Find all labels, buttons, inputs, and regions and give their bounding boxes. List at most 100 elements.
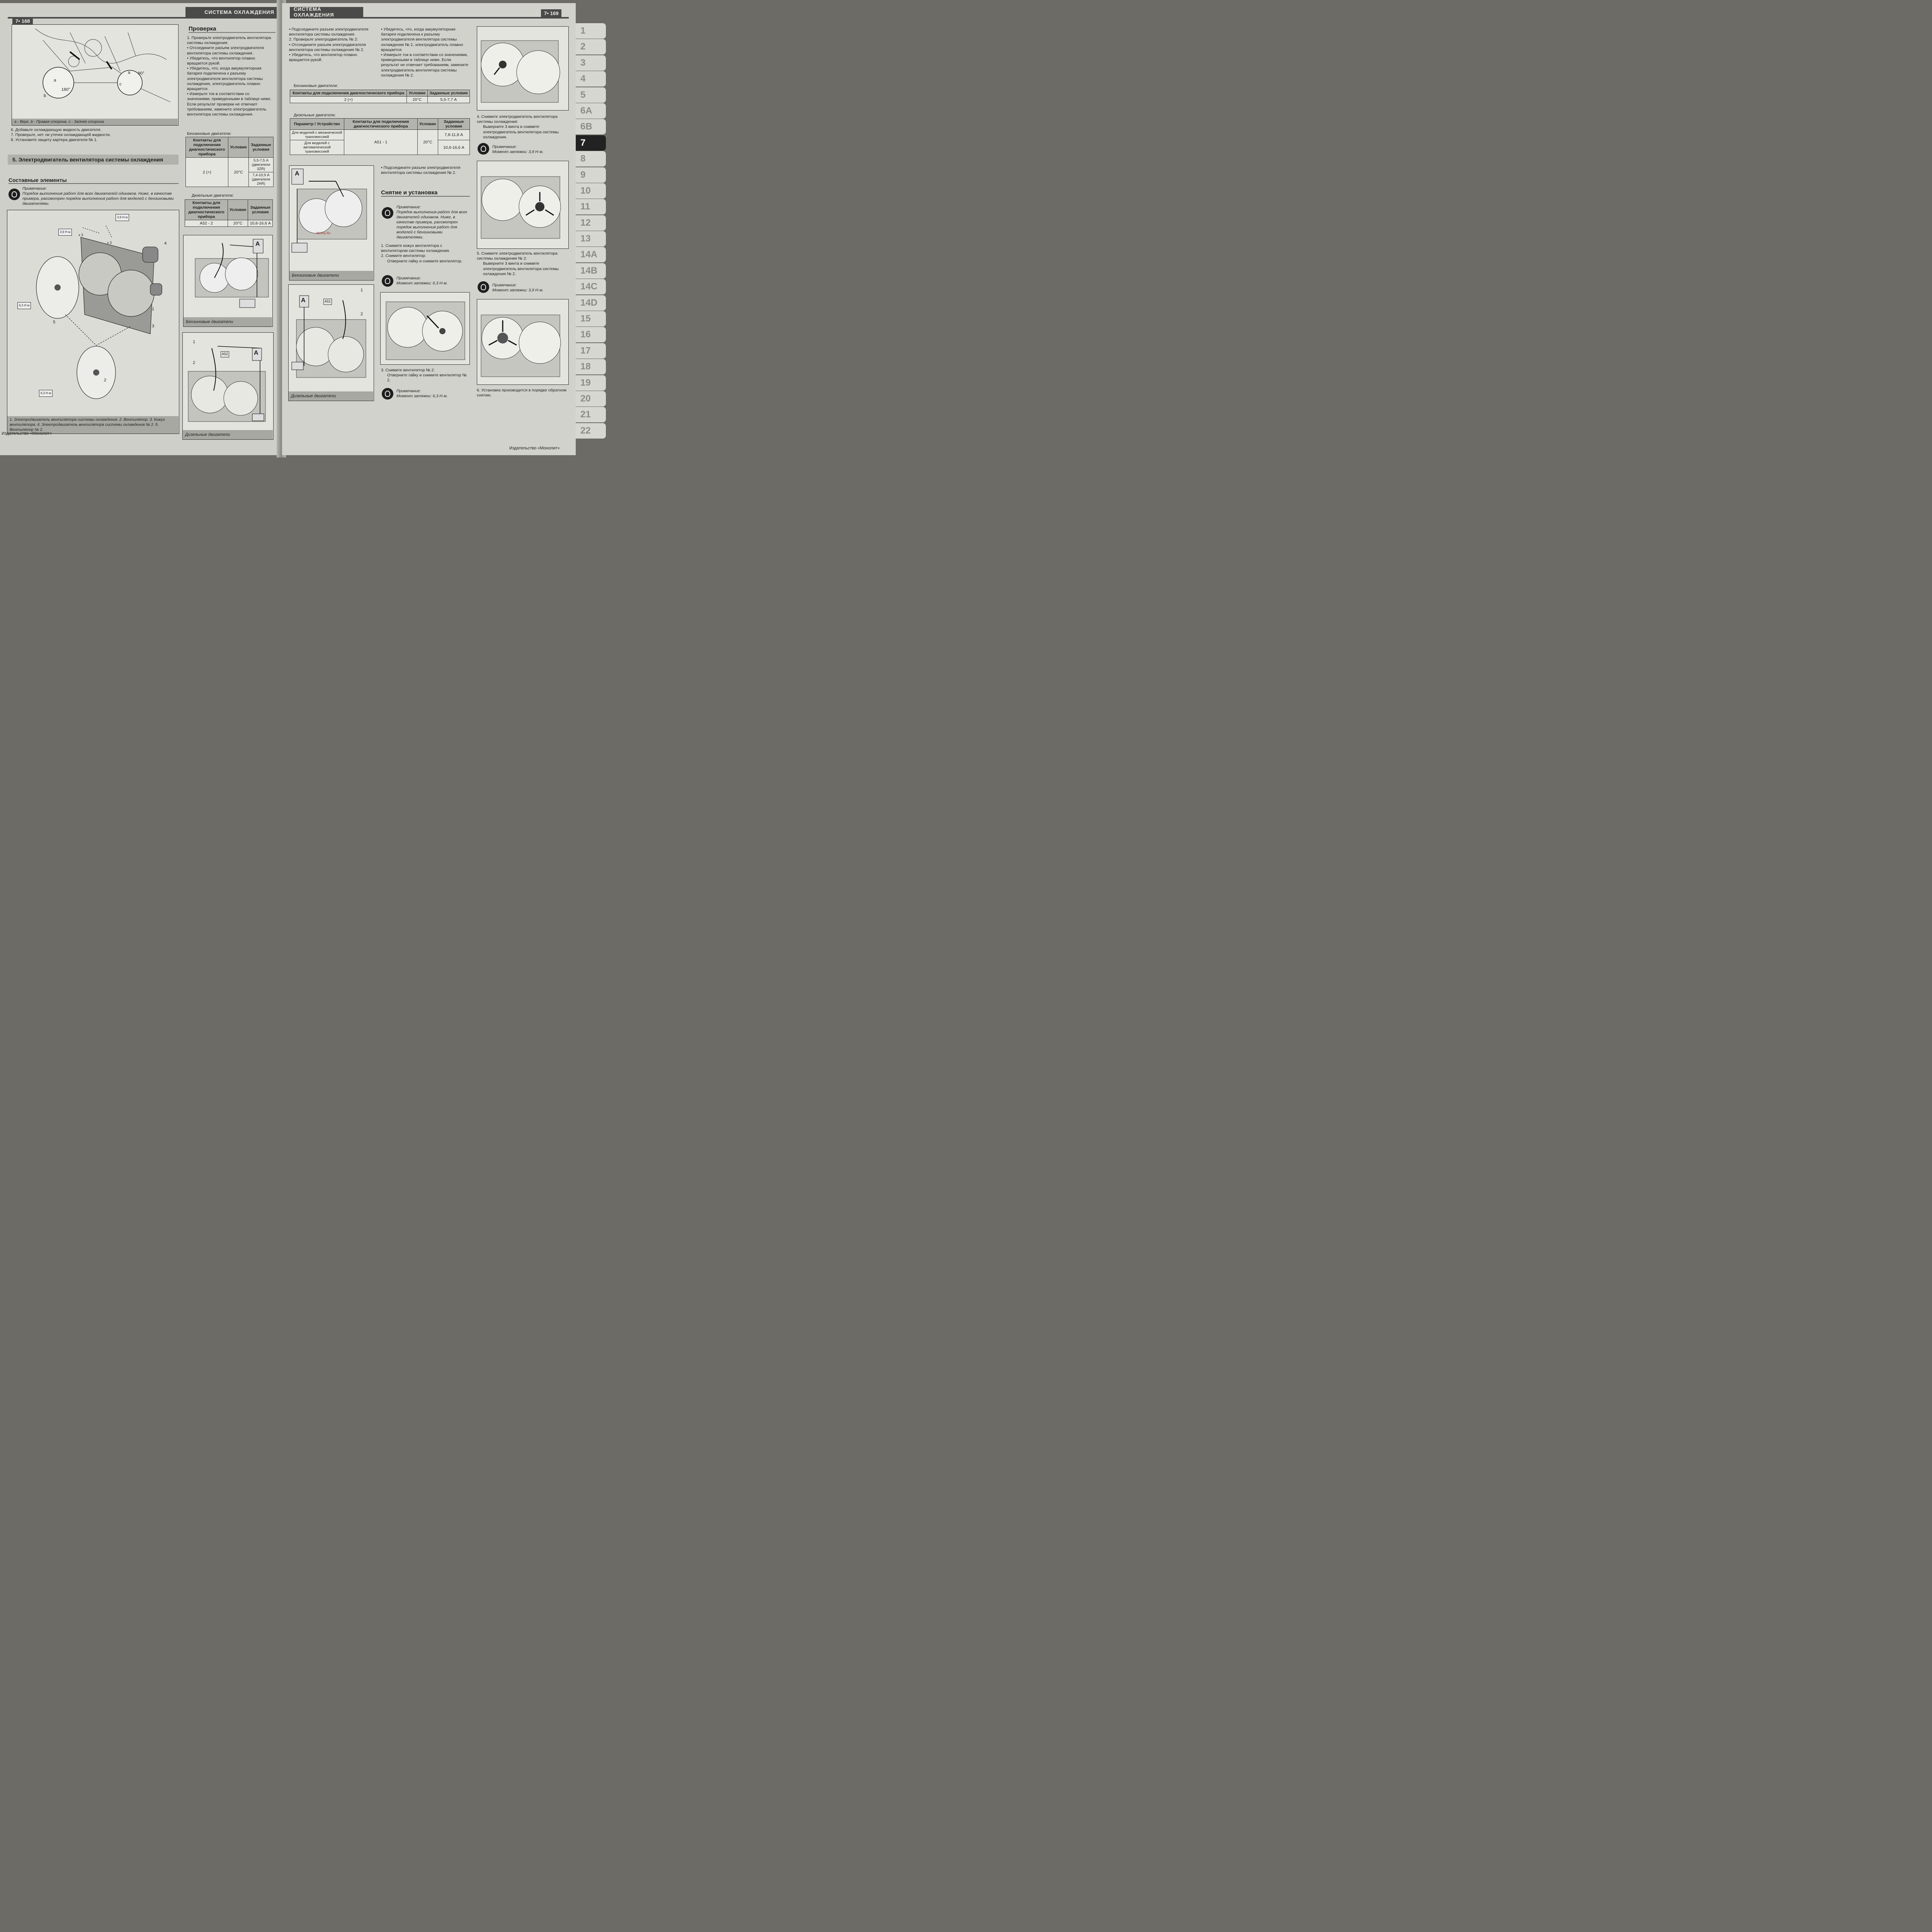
ammeter-label: A — [295, 170, 299, 177]
step-5: 5. Снимите электродвигатель вентилятора … — [477, 251, 569, 277]
chapter-tab-10[interactable]: 10 — [576, 183, 606, 199]
hub-icon — [54, 284, 61, 291]
check-bullet: • Измерьте ток в соответствии со значени… — [187, 92, 272, 117]
ammeter-icon — [291, 168, 304, 185]
table-header: Заданные условия — [437, 118, 470, 130]
note-title: Примечание: — [396, 276, 421, 281]
callout-2: 2 — [104, 378, 107, 383]
note-icon — [382, 207, 393, 219]
callout-3: 3 — [152, 324, 155, 328]
steps-top: 6. Добавьте охлаждающую жидкость двигате… — [11, 128, 181, 143]
ammeter-icon — [252, 348, 262, 361]
chapter-tab-17[interactable]: 17 — [576, 343, 606, 359]
diesel-test-caption: Дизельные двигатели — [289, 391, 373, 401]
publisher-footer: Издательство «Монолит» — [509, 446, 560, 451]
petrol-current-table-2: Контакты для подключения диагностическог… — [289, 90, 470, 103]
chapter-tab-7[interactable]: 7 — [576, 135, 606, 151]
hub-icon — [93, 369, 99, 376]
check-text: 1. Проверьте электродвигатель вентилятор… — [187, 36, 274, 117]
header-rule — [8, 17, 278, 19]
chapter-tab-9[interactable]: 9 — [576, 167, 606, 183]
page-number: 7•169 — [541, 9, 562, 17]
chapter-tab-13[interactable]: 13 — [576, 231, 606, 247]
exploded-caption: 1. Электродвигатель вентилятора системы … — [7, 416, 179, 434]
text-step: 2. Проверьте электродвигатель № 2: — [289, 37, 358, 42]
table-cell: 20°C — [406, 96, 428, 103]
watermark: McGrp.Ru — [316, 231, 331, 235]
chapter-tab-11[interactable]: 11 — [576, 199, 606, 215]
removal-step-2-detail: Отверните гайку и снимите вентилятор. — [387, 259, 463, 264]
check-bullet: • Убедитесь, что, когда аккумуляторная б… — [187, 66, 263, 92]
note-text: Момент затяжки: 6,3 Н·м. — [396, 394, 448, 398]
note-icon — [382, 275, 393, 287]
text-bullet: • Отсоедините разъем электродвигателя ве… — [289, 42, 366, 52]
ammeter-label: A — [301, 297, 306, 304]
engine-illustration — [35, 28, 171, 102]
note-icon — [382, 388, 393, 400]
chapter-tab-14b[interactable]: 14B — [576, 263, 606, 279]
chapter-tab-12[interactable]: 12 — [576, 215, 606, 231]
removal-step-4: 4. Снимите электродвигатель вентилятора … — [477, 114, 558, 124]
chapter-tab-4[interactable]: 4 — [576, 71, 606, 87]
chapter-tab-18[interactable]: 18 — [576, 359, 606, 375]
chapter-tab-22[interactable]: 22 — [576, 423, 606, 439]
label-a2: a — [128, 70, 131, 75]
chapter-tab-15[interactable]: 15 — [576, 311, 606, 327]
chapter-tab-19[interactable]: 19 — [576, 375, 606, 391]
diesel-current-table-2: Параметр / Устройство Контакты для подкл… — [290, 118, 470, 155]
chapter-tab-21[interactable]: 21 — [576, 407, 606, 423]
arrow-icon — [426, 315, 439, 329]
chapter-tab-14c[interactable]: 14C — [576, 279, 606, 295]
table-cell: 2 (+) — [185, 157, 229, 187]
removal-steps: 1. Снимите кожух вентилятора с вентилято… — [381, 243, 470, 264]
table-header: Контакты для подключения диагностическог… — [185, 137, 229, 158]
qty-label: x 3 — [78, 233, 83, 237]
angle-180: 180° — [61, 87, 70, 92]
right-page: СИСТЕМА ОХЛАЖДЕНИЯ 7•169 • Подсоедините … — [282, 3, 576, 455]
arrow-icon — [493, 67, 500, 75]
motor2-removal-figure — [477, 161, 569, 249]
note-torque-2: Примечание: Момент затяжки: 6,3 Н·м. — [396, 389, 470, 399]
ammeter-icon — [253, 239, 264, 253]
note-icon — [478, 281, 489, 293]
note-removal: Примечание: Порядок выполнения работ для… — [396, 205, 470, 240]
table-cell: 20°C — [417, 129, 438, 155]
table-header: Условие — [417, 118, 438, 130]
callout-1: 1 — [193, 340, 196, 344]
connector-label: A52 — [221, 351, 230, 357]
angle-90: 90° — [138, 71, 145, 76]
page-number-text: 169 — [550, 10, 559, 16]
fan-shroud-illustration — [386, 301, 465, 360]
chapter-icon: 7• — [544, 10, 549, 16]
battery-icon — [291, 362, 304, 370]
table-header: Контакты для подключения диагностическог… — [184, 199, 228, 220]
chapter-tab-8[interactable]: 8 — [576, 151, 606, 167]
label-b: b — [44, 94, 46, 98]
callout-2: 2 — [361, 312, 363, 316]
chapter-tab-2[interactable]: 2 — [576, 39, 606, 55]
removal-step-3: 3. Снимите вентилятор № 2: — [381, 368, 435, 372]
chapter-tab-16[interactable]: 16 — [576, 327, 606, 343]
chapter-tab-14a[interactable]: 14A — [576, 247, 606, 263]
chapter-tab-14d[interactable]: 14D — [576, 295, 606, 311]
petrol-test-figure: A Бензиновые двигатели — [183, 235, 273, 327]
header-rule — [290, 17, 569, 19]
chapter-tab-5[interactable]: 5 — [576, 87, 606, 103]
ammeter-icon — [299, 295, 309, 308]
step-4: 4. Снимите электродвигатель вентилятора … — [477, 114, 569, 140]
text-bullet: • Убедитесь, что, когда аккумуляторная б… — [381, 27, 463, 52]
step-7: 7. Проверьте, нет ли утечек охлаждающей … — [11, 133, 111, 137]
step-6: 6. Установка производится в порядке обра… — [477, 388, 566, 398]
removal-title: Снятие и установка — [381, 189, 470, 197]
chapter-tab-20[interactable]: 20 — [576, 391, 606, 406]
note-icon — [9, 189, 20, 200]
chapter-tab-3[interactable]: 3 — [576, 55, 606, 71]
chapter-tab-6b[interactable]: 6B — [576, 119, 606, 135]
torque-label: 6,3 Н·м — [39, 390, 53, 397]
chapter-tab-1[interactable]: 1 — [576, 23, 606, 39]
label-c: c — [119, 82, 122, 87]
ammeter-label: A — [255, 241, 260, 247]
chapter-tab-6a[interactable]: 6A — [576, 103, 606, 119]
table-header: Контакты для подключения диагностическог… — [344, 118, 418, 130]
ammeter-label: A — [254, 350, 259, 356]
